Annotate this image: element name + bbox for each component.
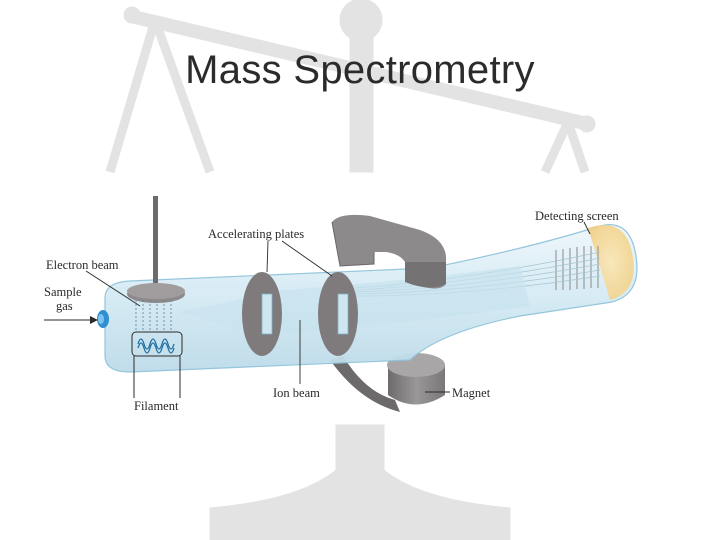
sample-gas-label-line2: gas	[56, 299, 73, 313]
scale-left-string-b	[150, 18, 215, 174]
mass-spectrometer-diagram: Electron beam Sample gas Filament Accele…	[44, 196, 638, 413]
scale-right-string-a	[540, 120, 573, 174]
detecting-screen-label: Detecting screen	[535, 209, 619, 223]
magnet-label: Magnet	[452, 386, 491, 400]
scale-base	[209, 469, 511, 540]
magnet-upper-pole	[331, 214, 447, 289]
scale-pillar-upper	[349, 37, 374, 173]
filament-coil	[131, 331, 183, 398]
scale-pillar-knob	[339, 0, 383, 42]
scale-left-string-a	[105, 18, 160, 174]
accelerating-plate-1	[242, 272, 282, 356]
leader-lines	[85, 221, 591, 393]
filament-label: Filament	[134, 399, 179, 413]
scale-beam-right-knob	[578, 115, 596, 133]
ion-beam-cone	[178, 296, 258, 334]
sample-gas-arrow	[44, 316, 98, 324]
electron-gun	[127, 196, 185, 330]
scale-beam-left-knob	[123, 6, 141, 24]
sample-gas-label-line1: Sample	[44, 285, 82, 299]
accelerating-plate-2	[318, 272, 358, 356]
sample-gas-inlet	[97, 310, 109, 328]
accelerating-plates-label: Accelerating plates	[208, 227, 304, 241]
scale-right-string-b	[563, 120, 590, 174]
slide-title: Mass Spectrometry	[185, 48, 535, 92]
ion-beam-label: Ion beam	[273, 386, 320, 400]
electron-beam-label: Electron beam	[46, 258, 119, 272]
